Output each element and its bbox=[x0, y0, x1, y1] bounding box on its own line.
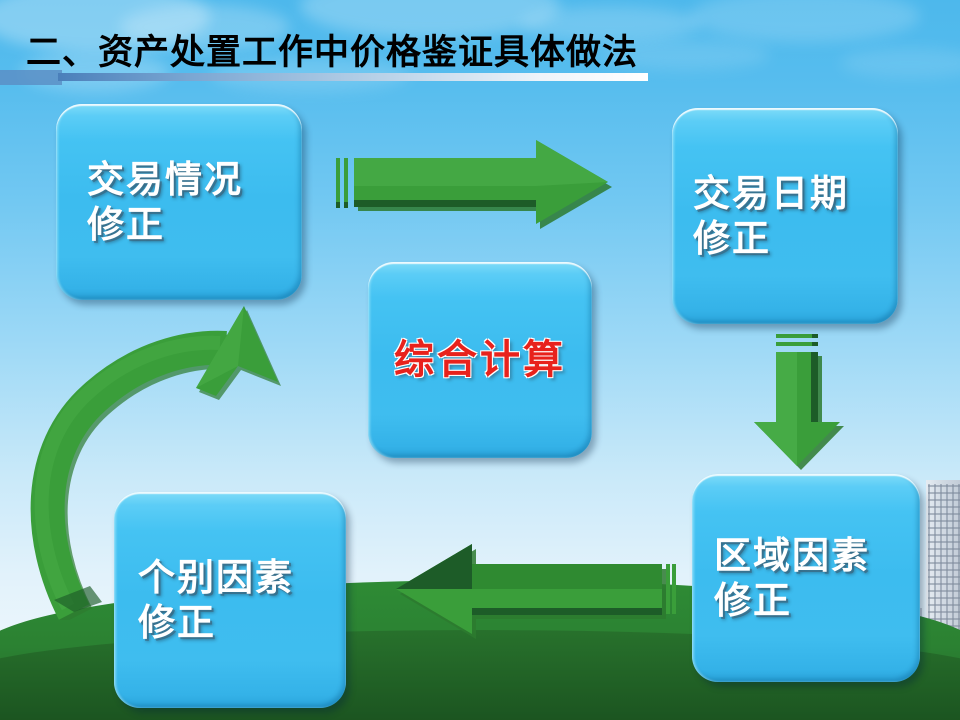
process-box-label: 区域因素 修正 bbox=[714, 533, 870, 622]
divider-block bbox=[0, 70, 62, 85]
process-box-trade-date[interactable]: 交易日期 修正 bbox=[672, 108, 898, 324]
arrow-down-date-to-region bbox=[754, 334, 844, 470]
process-box-regional-factor[interactable]: 区域因素 修正 bbox=[692, 474, 920, 682]
process-box-label: 个别因素 修正 bbox=[138, 555, 294, 644]
arrow-left-region-to-indiv bbox=[396, 544, 676, 639]
process-box-label: 交易日期 修正 bbox=[693, 171, 849, 260]
arrow-right-trade-to-date bbox=[336, 140, 612, 229]
process-box-comprehensive-calculation[interactable]: 综合计算 bbox=[368, 262, 592, 458]
arrow-curved-indiv-to-trade bbox=[30, 306, 281, 620]
process-box-trade-situation[interactable]: 交易情况 修正 bbox=[56, 104, 302, 300]
process-box-individual-factor[interactable]: 个别因素 修正 bbox=[114, 492, 346, 708]
process-box-label: 交易情况 修正 bbox=[87, 157, 243, 246]
cloud-icon bbox=[690, 0, 920, 42]
cloud-icon bbox=[840, 48, 960, 78]
page-title: 二、资产处置工作中价格鉴证具体做法 bbox=[26, 33, 639, 73]
process-box-label: 综合计算 bbox=[394, 336, 566, 383]
title-divider bbox=[0, 70, 660, 86]
divider-line bbox=[58, 73, 648, 81]
